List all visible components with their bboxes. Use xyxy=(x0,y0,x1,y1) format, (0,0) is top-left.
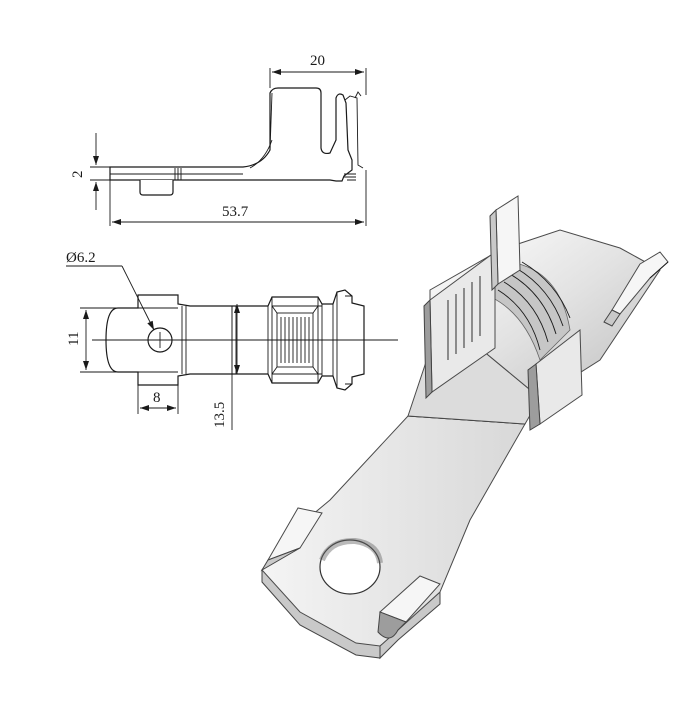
top-view: Ø6.2 11 8 13.5 xyxy=(66,250,398,430)
dim-thickness: 2 xyxy=(70,171,86,179)
dim-side-length: 20 xyxy=(310,53,325,69)
side-view: 20 2 53.7 xyxy=(70,53,367,226)
dim-tab-width: 11 xyxy=(66,332,82,346)
dim-overall-width: 13.5 xyxy=(212,402,228,428)
dim-hole-diameter: Ø6.2 xyxy=(66,250,96,266)
dim-slot-width: 8 xyxy=(153,390,161,406)
isometric-view xyxy=(260,195,669,660)
dim-overall-length: 53.7 xyxy=(222,204,249,220)
